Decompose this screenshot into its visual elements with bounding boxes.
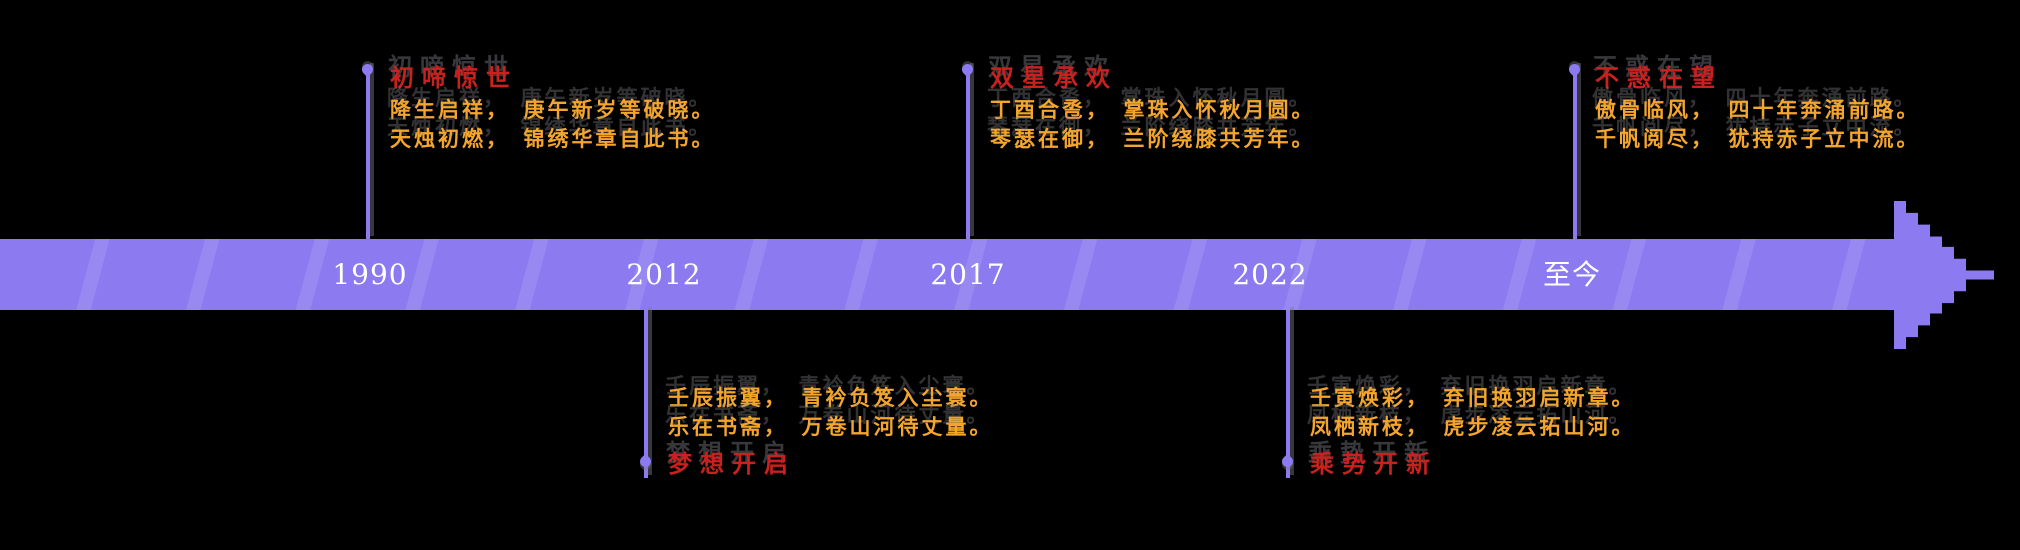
event-description-line: 傲骨临风， 四十年奔涌前路。 (1595, 98, 1921, 122)
year-label: 2012 (626, 258, 702, 291)
marker-pin-icon (1566, 61, 1583, 78)
marker-pin-icon (359, 61, 376, 78)
year-label: 1990 (332, 258, 408, 291)
marker-pin-icon (959, 61, 976, 78)
event-description-line: 壬寅焕彩， 弃旧换羽启新章。 (1310, 386, 1636, 410)
event-description: 傲骨临风， 四十年奔涌前路。 千帆阅尽， 犹持赤子立中流。 (1595, 96, 1921, 154)
event-title: 乘势开新 (1310, 450, 1438, 478)
arrowhead-icon (1894, 201, 1994, 349)
event-title: 双星承欢 (990, 64, 1118, 92)
event-description: 壬辰振翼， 青衿负笈入尘寰。 乐在书斋， 万卷山河待丈量。 (668, 384, 994, 442)
event-description: 丁酉合卺， 掌珠入怀秋月圆。 琴瑟在御， 兰阶绕膝共芳年。 (990, 96, 1316, 154)
event-title: 不惑在望 (1595, 64, 1723, 92)
marker-pin-icon (637, 453, 654, 470)
event-description-line: 凤栖新枝， 虎步凌云拓山河。 (1310, 415, 1636, 439)
event-description-line: 乐在书斋， 万卷山河待丈量。 (668, 415, 994, 439)
event-stem (966, 66, 970, 239)
event-description-line: 降生启祥， 庚午新岁等破晓。 (390, 98, 716, 122)
event-description-line: 天烛初燃， 锦绣华章自此书。 (390, 127, 716, 151)
event-title: 梦想开启 (668, 450, 796, 478)
event-description-line: 丁酉合卺， 掌珠入怀秋月圆。 (990, 98, 1316, 122)
event-description: 壬寅焕彩， 弃旧换羽启新章。 凤栖新枝， 虎步凌云拓山河。 (1310, 384, 1636, 442)
year-label: 2022 (1232, 258, 1308, 291)
event-stem (644, 310, 648, 478)
event-stem (366, 66, 370, 239)
timeline-bar (0, 239, 1894, 310)
event-description-line: 壬辰振翼， 青衿负笈入尘寰。 (668, 386, 994, 410)
event-title: 初啼惊世 (390, 64, 518, 92)
year-label: 至今 (1542, 258, 1602, 291)
event-stem (1286, 310, 1290, 478)
event-description: 降生启祥， 庚午新岁等破晓。 天烛初燃， 锦绣华章自此书。 (390, 96, 716, 154)
event-description-line: 千帆阅尽， 犹持赤子立中流。 (1595, 127, 1921, 151)
year-label: 2017 (930, 258, 1006, 291)
event-description-line: 琴瑟在御， 兰阶绕膝共芳年。 (990, 127, 1316, 151)
event-stem (1573, 66, 1577, 239)
marker-pin-icon (1279, 453, 1296, 470)
